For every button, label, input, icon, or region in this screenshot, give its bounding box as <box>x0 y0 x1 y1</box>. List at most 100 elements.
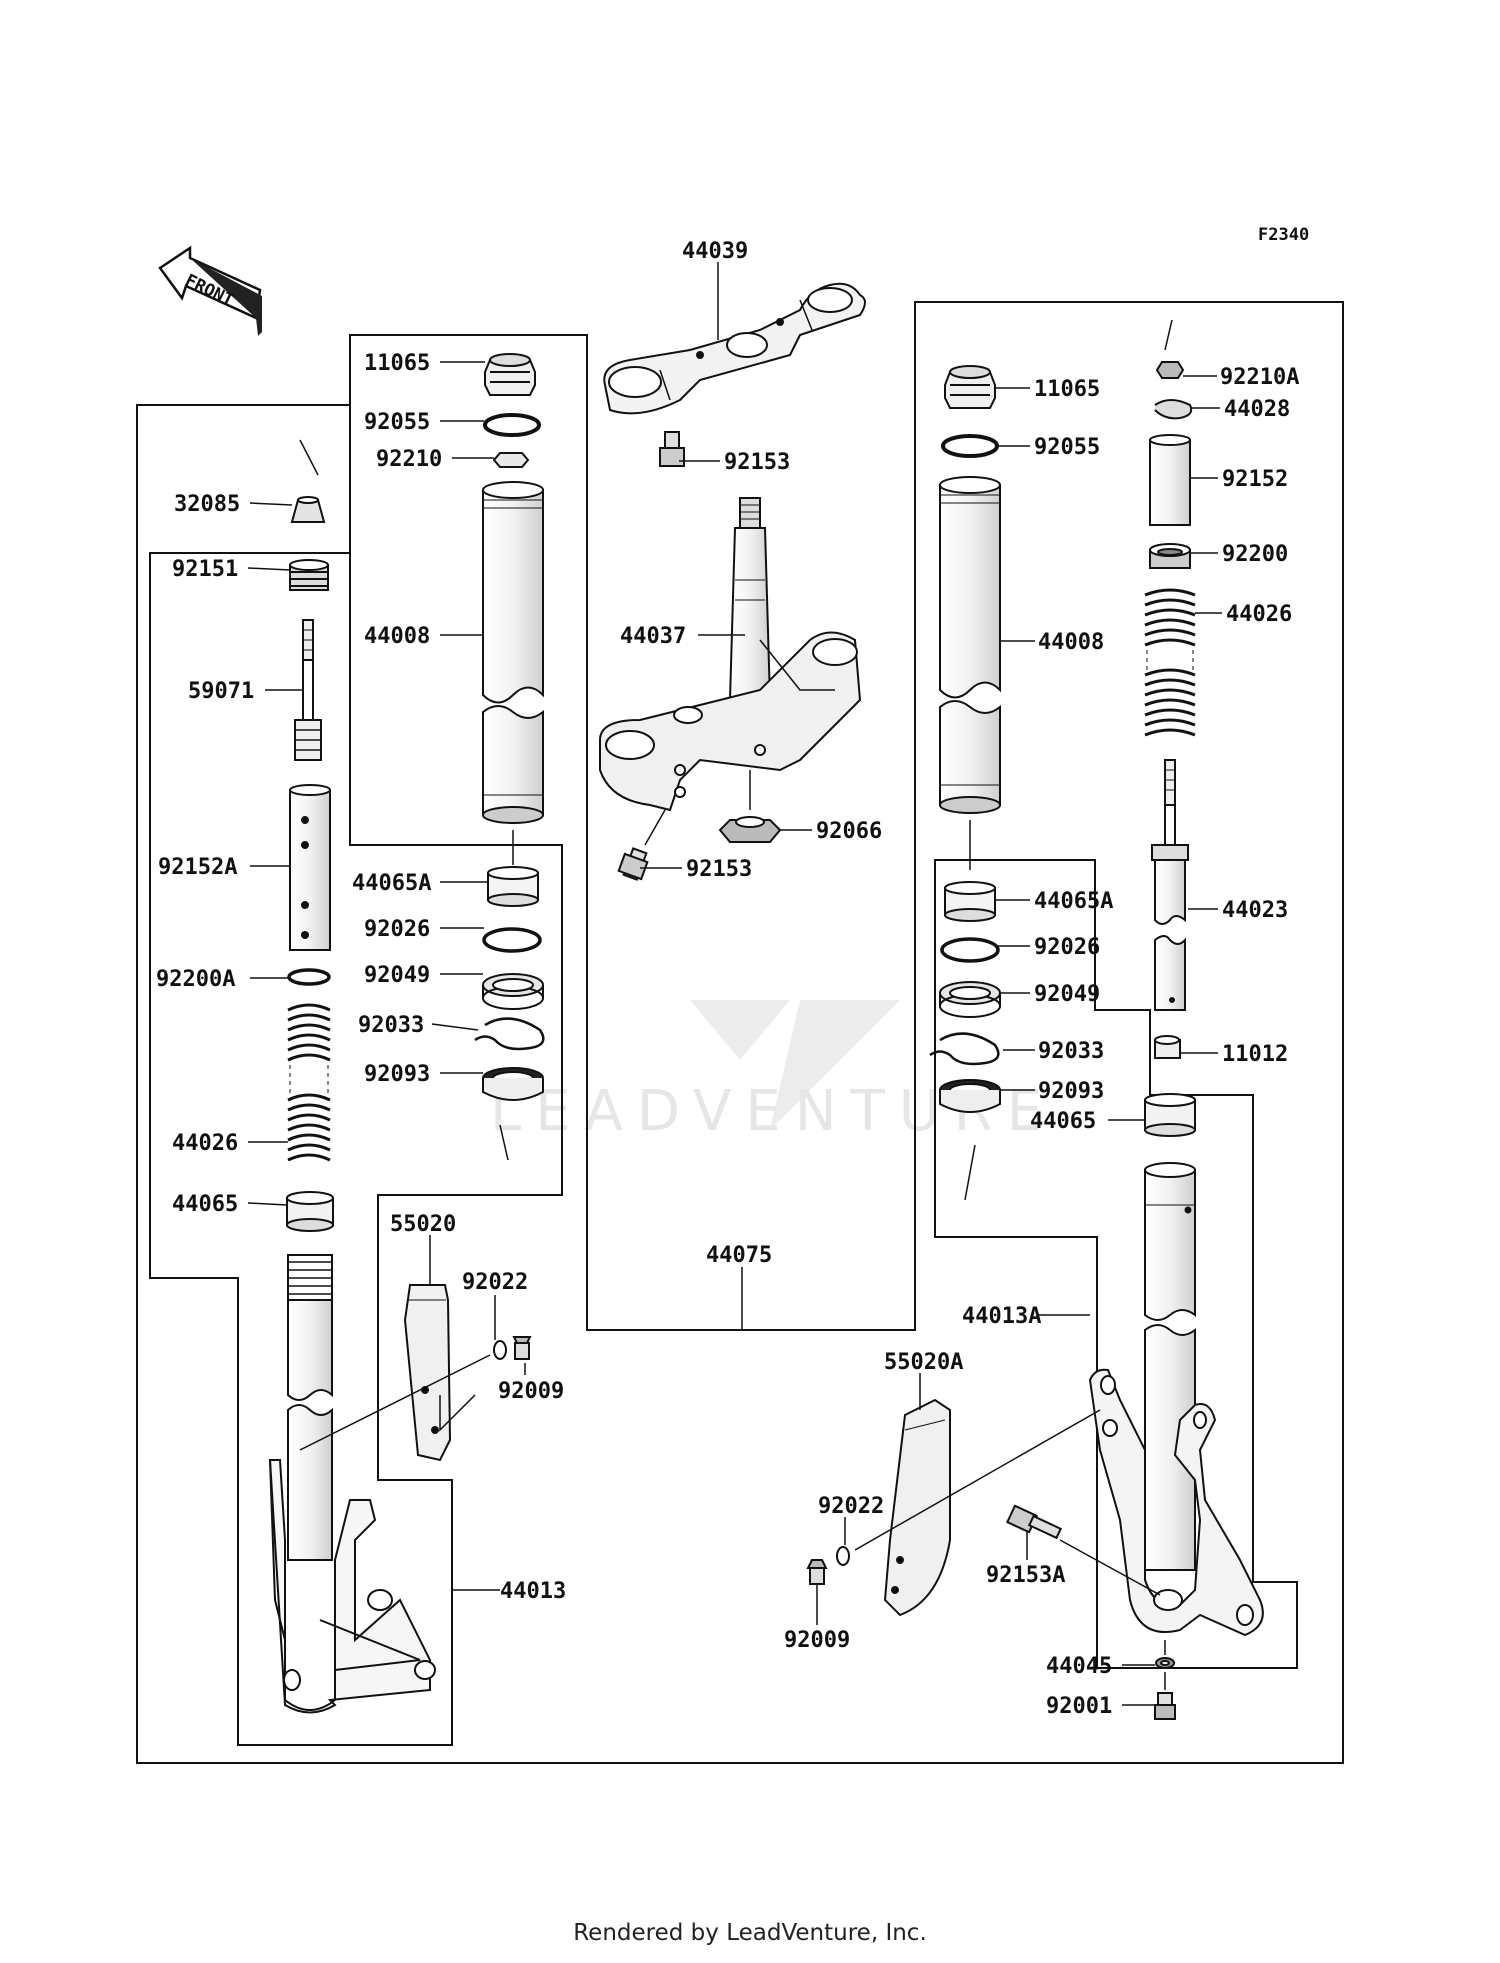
part-label: 59071 <box>188 679 254 704</box>
left-fork <box>268 353 545 1714</box>
leader-lines <box>247 262 1222 1706</box>
right-fork-spring <box>1144 588 1196 737</box>
group-outlines <box>136 301 1344 1764</box>
part-label: 92200A <box>156 967 235 992</box>
right-fork-spring-collar <box>1149 543 1191 569</box>
part-label: 44013A <box>962 1304 1041 1329</box>
part-label: 11065 <box>364 351 430 376</box>
lower-clamp-bolt <box>617 847 649 881</box>
part-label: 11065 <box>1034 377 1100 402</box>
part-label: 92210 <box>376 447 442 472</box>
left-fork-inner-tube <box>287 1254 333 1561</box>
part-label: 44065A <box>352 871 431 896</box>
part-label: 92055 <box>1034 435 1100 460</box>
left-fork-collar <box>289 784 331 951</box>
part-label: 44065 <box>1030 1109 1096 1134</box>
part-label: 92152A <box>158 855 237 880</box>
part-label: 92093 <box>1038 1079 1104 1104</box>
left-fork-damper-rod <box>294 619 322 761</box>
upper-clamp-bolt <box>659 431 685 467</box>
part-label: 92033 <box>358 1013 424 1038</box>
part-label: 44075 <box>706 1243 772 1268</box>
right-fork-top-nut <box>1155 361 1185 379</box>
part-label: 44008 <box>1038 630 1104 655</box>
right-fork-guard-washer <box>836 1546 850 1566</box>
part-label: 44008 <box>364 624 430 649</box>
right-fork-cartridge <box>1151 759 1189 1011</box>
part-label: 92093 <box>364 1062 430 1087</box>
part-label: 92153 <box>724 450 790 475</box>
right-fork-guard <box>883 1398 951 1617</box>
part-label: 92200 <box>1222 542 1288 567</box>
part-label: 92153A <box>986 1563 1065 1588</box>
right-fork-o-ring <box>941 434 999 458</box>
right-fork-small-bushing <box>1154 1035 1181 1059</box>
lower-triple-clamp <box>599 631 862 812</box>
left-fork-guard-washer <box>493 1340 507 1360</box>
watermark: LEADVENTURE <box>490 1000 1042 1144</box>
part-label: 55020A <box>884 1350 963 1375</box>
part-label: 92151 <box>172 557 238 582</box>
front-arrow-icon: FRONT <box>158 245 262 336</box>
part-label: 11012 <box>1222 1042 1288 1067</box>
right-fork-drain-bolt <box>1154 1692 1176 1720</box>
part-label: 92026 <box>364 917 430 942</box>
part-label: 92026 <box>1034 935 1100 960</box>
part-label: 92022 <box>462 1270 528 1295</box>
left-fork-oil-seal <box>482 973 544 1010</box>
part-label: 44039 <box>682 239 748 264</box>
left-fork-bushing-upper <box>487 866 539 907</box>
part-label: 92152 <box>1222 467 1288 492</box>
left-fork-bushing-lower <box>286 1191 334 1232</box>
footer-credit: Rendered by LeadVenture, Inc. <box>573 1920 927 1946</box>
part-label: 92009 <box>498 1379 564 1404</box>
part-label: 44065A <box>1034 889 1113 914</box>
part-label: 32085 <box>174 492 240 517</box>
left-fork-outer-tube <box>482 481 544 824</box>
steering-stem <box>728 497 772 701</box>
part-label: 44013 <box>500 1579 566 1604</box>
left-fork-o-ring <box>483 413 541 437</box>
left-fork-nut <box>492 452 530 468</box>
left-fork-guard <box>403 1284 452 1462</box>
right-fork-cap-bolt <box>944 365 996 409</box>
part-label: 92009 <box>784 1628 850 1653</box>
right-fork-guard-bolt <box>806 1559 828 1585</box>
part-label: 44026 <box>1226 602 1292 627</box>
steering-stem-nut <box>718 816 782 843</box>
right-fork-inner-tube <box>1144 1162 1196 1571</box>
steering-assembly <box>599 282 866 881</box>
part-label: 92049 <box>1034 982 1100 1007</box>
part-labels: 11065 92055 92210 44008 44065A 92026 920… <box>156 239 1299 1719</box>
part-label: 92049 <box>364 963 430 988</box>
right-fork-axle-bolt <box>1005 1504 1063 1540</box>
right-fork-washer <box>940 937 1000 963</box>
part-label: 44023 <box>1222 898 1288 923</box>
part-label: 44045 <box>1046 1654 1112 1679</box>
part-label: 44037 <box>620 624 686 649</box>
figure-code: F2340 <box>1258 225 1309 245</box>
left-fork-cap-bolt <box>484 353 536 396</box>
upper-triple-clamp <box>603 282 866 415</box>
part-label: 92022 <box>818 1494 884 1519</box>
left-fork-retaining-clip <box>474 1017 545 1051</box>
right-fork-dust-seal <box>939 1079 1001 1113</box>
part-label: 44028 <box>1224 397 1290 422</box>
left-fork-washer <box>482 927 542 953</box>
left-fork-spring-washer <box>287 968 331 986</box>
left-fork-guard-bolt <box>512 1336 532 1360</box>
part-label: 92055 <box>364 410 430 435</box>
right-fork-spacer-pipe <box>1149 434 1191 526</box>
left-fork-spring <box>287 1003 331 1162</box>
part-label: 92033 <box>1038 1039 1104 1064</box>
right-fork-retaining-clip <box>929 1032 1000 1066</box>
right-fork-oil-seal <box>939 981 1001 1018</box>
right-fork-spring-seat <box>1154 399 1193 420</box>
left-fork-damper-cap <box>289 559 329 591</box>
part-label: 92066 <box>816 819 882 844</box>
part-label: 92153 <box>686 857 752 882</box>
right-fork-bushing-upper <box>944 881 996 922</box>
part-label: 44026 <box>172 1131 238 1156</box>
part-label: 92001 <box>1046 1694 1112 1719</box>
